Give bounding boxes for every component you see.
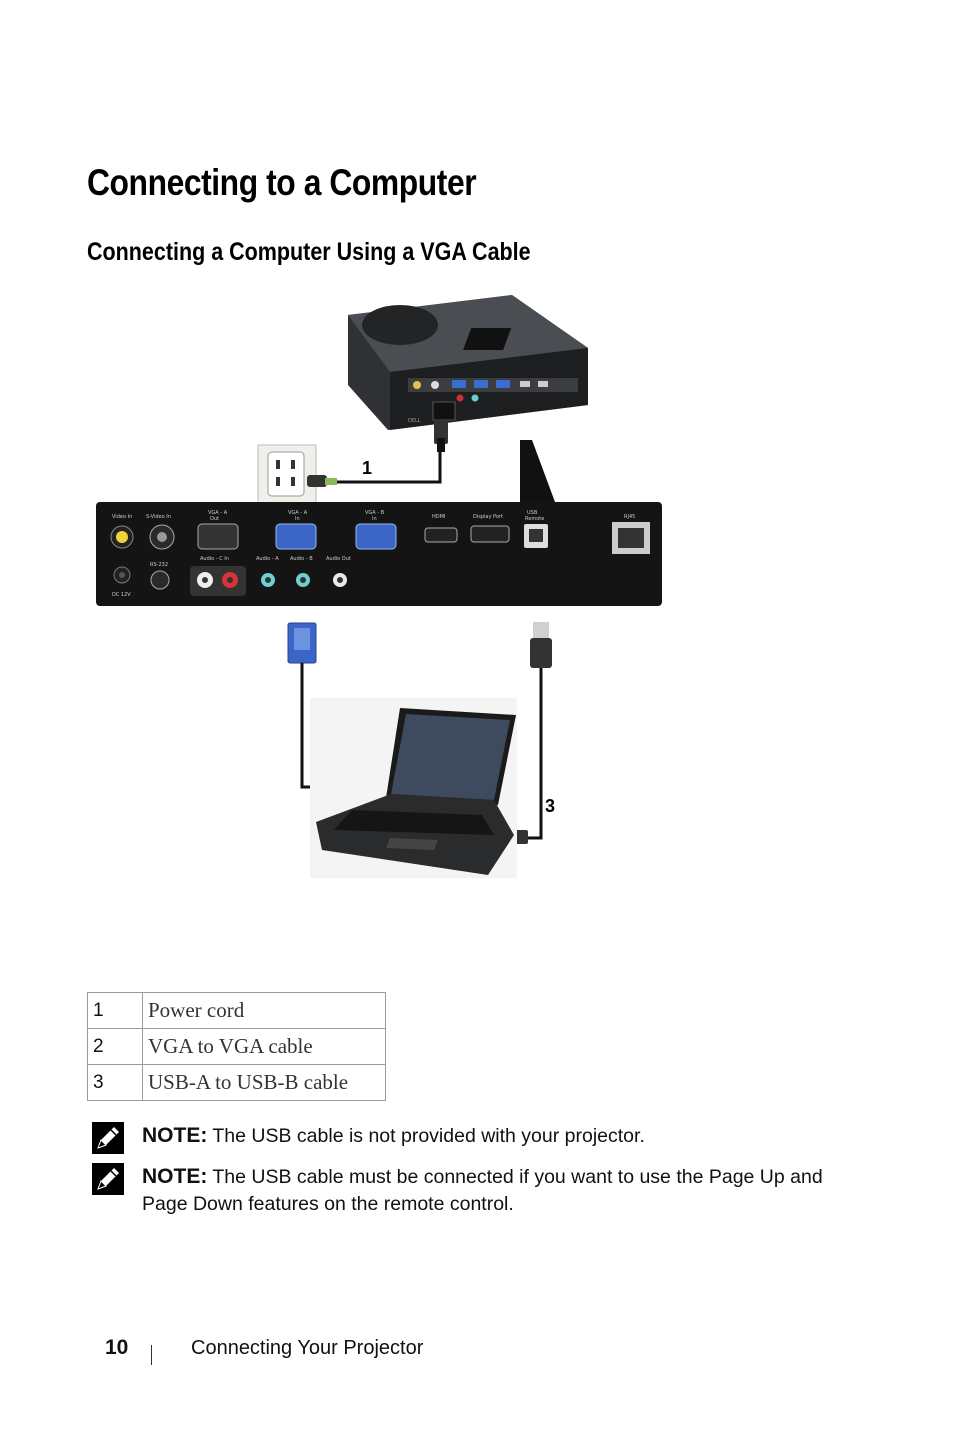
page-title: Connecting to a Computer xyxy=(87,162,477,203)
svg-text:RJ45: RJ45 xyxy=(624,514,635,520)
pencil-note-icon xyxy=(92,1122,124,1154)
svg-text:VGA - A: VGA - A xyxy=(288,510,308,516)
svg-text:Audio - C In: Audio - C In xyxy=(200,556,229,562)
svg-text:RS-232: RS-232 xyxy=(150,562,168,568)
table-row: 3 USB-A to USB-B cable xyxy=(87,1064,386,1101)
svg-text:Display Port: Display Port xyxy=(473,514,503,520)
svg-text:USB: USB xyxy=(527,510,538,516)
table-row: 2 VGA to VGA cable xyxy=(87,1028,386,1065)
svg-text:In: In xyxy=(372,516,377,522)
legend-description: VGA to VGA cable xyxy=(142,1028,386,1065)
wall-outlet-illustration xyxy=(257,444,317,504)
power-cord-illustration xyxy=(307,420,448,487)
svg-text:Audio Out: Audio Out xyxy=(326,556,351,562)
footer-section-title: Connecting Your Projector xyxy=(191,1337,424,1359)
svg-text:Remote: Remote xyxy=(525,516,544,522)
legend-description: USB-A to USB-B cable xyxy=(142,1064,386,1101)
laptop-illustration xyxy=(310,698,517,878)
projector-illustration: DELL xyxy=(348,295,588,430)
svg-text:Out: Out xyxy=(210,516,219,522)
rear-panel-illustration: Video In S-Video In VGA - A Out VGA - A … xyxy=(96,502,662,606)
callout-3: 3 xyxy=(545,796,555,816)
pencil-note-icon xyxy=(92,1163,124,1195)
callout-1: 1 xyxy=(362,458,372,478)
svg-text:Audio - B: Audio - B xyxy=(290,556,313,562)
svg-text:VGA - A: VGA - A xyxy=(208,510,228,516)
svg-text:VGA - B: VGA - B xyxy=(365,510,385,516)
svg-text:S-Video In: S-Video In xyxy=(146,514,171,520)
zoom-wedge xyxy=(520,440,555,502)
note-text: The USB cable is not provided with your … xyxy=(207,1125,645,1147)
svg-text:Video In: Video In xyxy=(112,514,132,520)
note-label: NOTE: xyxy=(142,1124,208,1147)
footer-divider xyxy=(151,1345,152,1365)
table-row: 1 Power cord xyxy=(87,992,386,1029)
connection-diagram: DELL 1 Video In S-Video In VGA - A Out V… xyxy=(96,295,662,878)
legend-number: 2 xyxy=(87,1028,143,1065)
legend-number: 1 xyxy=(87,992,143,1029)
svg-text:In: In xyxy=(295,516,300,522)
legend-table: 1 Power cord 2 VGA to VGA cable 3 USB-A … xyxy=(87,992,386,1101)
section-heading: Connecting a Computer Using a VGA Cable xyxy=(87,238,531,266)
svg-text:Audio - A: Audio - A xyxy=(256,556,279,562)
note-label: NOTE: xyxy=(142,1165,208,1188)
legend-number: 3 xyxy=(87,1064,143,1101)
svg-text:HDMI: HDMI xyxy=(432,514,445,520)
legend-description: Power cord xyxy=(142,992,386,1029)
svg-text:DC 12V: DC 12V xyxy=(112,592,131,598)
page-number: 10 xyxy=(105,1336,129,1359)
note-text: The USB cable must be connected if you w… xyxy=(142,1166,823,1215)
svg-text:DELL: DELL xyxy=(408,418,421,424)
